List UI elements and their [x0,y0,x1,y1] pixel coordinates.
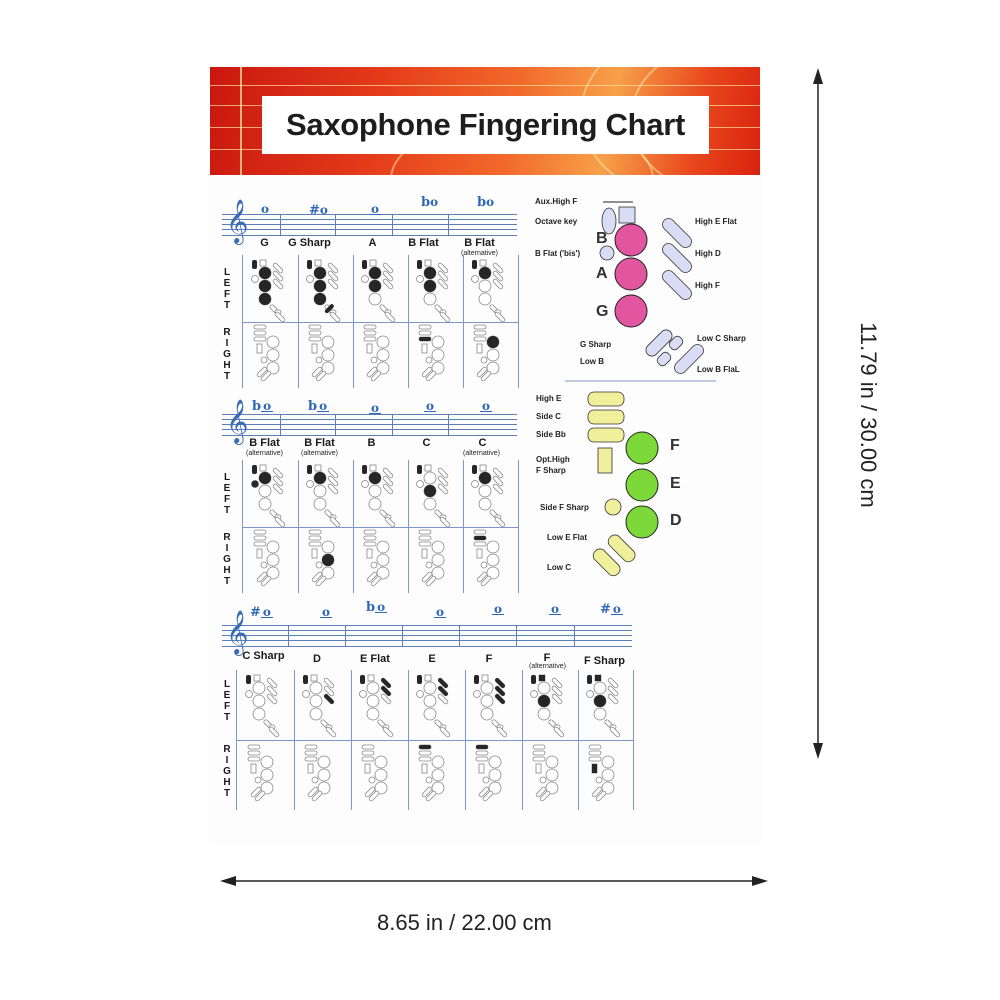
note-name: F Sharp [584,655,625,667]
note-name: C [478,437,487,449]
note-name: B Flat [408,237,439,249]
key-label-side-bb: Side Bb [536,430,566,439]
key-label-side-c: Side C [536,412,561,421]
note-name: F [543,652,551,664]
note-name: F [485,653,493,665]
note-symbol: o [261,202,270,216]
note-symbol: o [369,202,382,216]
key-label-side-f-sharp: Side F Sharp [540,503,589,512]
note-name: A [368,237,377,249]
key-label-high-f: High F [695,281,720,290]
note-symbol: o [369,401,382,415]
note-symbol: o [434,605,447,619]
note-symbol: o [424,399,437,413]
note-name: B [367,437,376,449]
fingering-grid [242,255,519,388]
key-letter-g: G [596,303,609,320]
note-symbol: bo [421,195,439,210]
key-letter-a: A [596,265,608,282]
key-label-low-b: Low B [580,357,604,366]
treble-clef-icon: 𝄞 [226,399,249,443]
note-name: G Sharp [288,237,331,249]
key-label-high-d: High D [695,249,721,258]
height-dimension-label: 11.79 in / 30.00 cm [856,322,881,508]
key-label-b-flat-bis: B Flat ('bis') [535,249,581,258]
key-label-octave-key: Octave key [535,217,578,226]
note-name: B Flat [249,437,280,449]
right-hand-keys-diagram [587,391,659,577]
note-name: E [428,653,436,665]
key-label-opt-high-f-sharp: Opt.High [536,455,570,464]
note-name: C Sharp [242,650,285,662]
width-dimension-label: 8.65 in / 22.00 cm [377,910,552,935]
note-name: G [260,237,269,249]
staff: 𝄞 [222,597,632,657]
note-symbol: o [492,602,505,616]
note-name: D [313,653,321,665]
fingering-diagrams [251,259,507,383]
fingering-diagrams [245,674,622,803]
note-symbol: #o [309,203,328,218]
staff: 𝄞 [222,397,517,457]
fingering-grid [236,670,634,810]
key-letter-f: F [670,437,680,454]
note-alternative-label: (alternative) [461,250,498,257]
note-name: B Flat [464,237,495,249]
note-alternative-label: (alternative) [463,450,500,457]
fingering-row-1: 𝄞 o #o o bo bo G G Sharp A B Flat B Flat… [222,192,519,392]
left-hand-keys-diagram [565,201,716,382]
note-symbol: o [549,602,562,616]
note-name: E Flat [360,653,390,665]
title-box: Saxophone Fingering Chart [262,96,709,154]
page-title: Saxophone Fingering Chart [286,107,685,142]
note-symbol: bo [477,195,495,210]
key-label-low-b-flat: Low B FlaL [697,365,740,374]
right-hand-key-guide: High E Side C Side Bb Opt.High F Sharp S… [528,385,728,585]
fingering-grid [242,460,519,593]
note-symbol: o [480,399,493,413]
note-alternative-label: (alternative) [529,663,566,670]
note-symbol: #o [600,602,623,617]
key-label-g-sharp: G Sharp [580,340,612,349]
treble-clef-icon: 𝄞 [226,610,249,654]
key-label-aux-high-f: Aux.High F [535,197,578,206]
title-banner: Saxophone Fingering Chart [210,67,760,175]
note-symbol: o [320,605,333,619]
key-label-low-c-sharp: Low C Sharp [697,334,746,343]
key-letter-e: E [670,475,681,492]
fingering-chart-poster: Saxophone Fingering Chart 𝄞 o #o o bo bo… [210,67,760,842]
fingering-diagrams [251,464,507,588]
note-symbol: #o [250,605,273,620]
key-letter-b: B [596,230,608,247]
key-letter-d: D [670,512,682,529]
key-label-high-e-flat: High E Flat [695,217,737,226]
note-alternative-label: (alternative) [246,450,283,457]
left-hand-key-guide: Aux.High F Octave key B Flat ('bis') B A… [530,195,760,385]
key-label-opt-high-f-sharp: F Sharp [536,466,566,475]
note-name: C [422,437,431,449]
note-alternative-label: (alternative) [301,450,338,457]
note-name: B Flat [304,437,335,449]
key-label-low-c: Low C [547,563,571,572]
key-label-high-e: High E [536,394,562,403]
key-label-low-e-flat: Low E Flat [547,533,587,542]
treble-clef-icon: 𝄞 [226,199,249,243]
